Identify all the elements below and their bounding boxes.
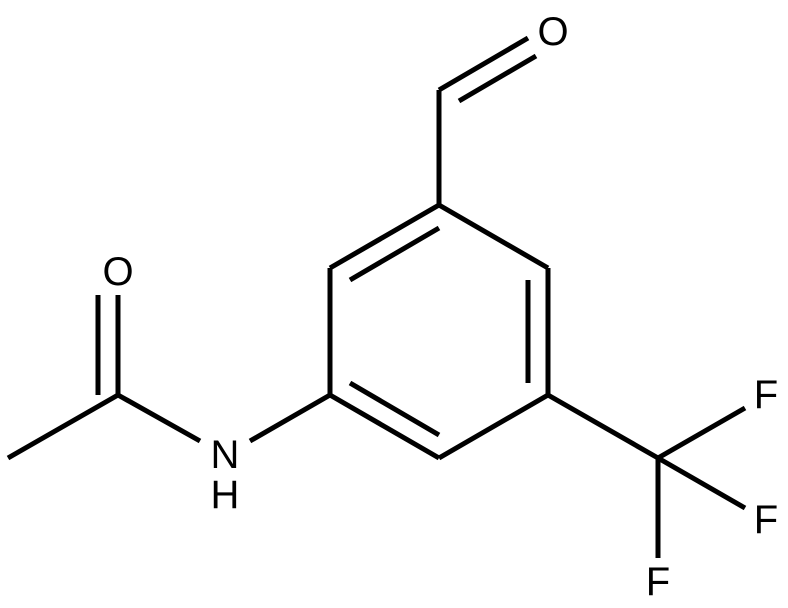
n-carbonyl-bond <box>116 392 202 444</box>
aldehyde-group: O <box>436 10 569 205</box>
ring-bond-bottom-left <box>328 392 441 461</box>
benzene-ring <box>327 202 551 461</box>
aldehyde-oxygen-label: O <box>537 10 568 54</box>
cf-bond-middle <box>656 455 747 511</box>
ring-bond-bottom-left-inner <box>348 380 441 438</box>
fluorine-bottom-label: F <box>646 560 670 604</box>
amide-nitrogen-label: N <box>211 433 240 477</box>
ring-n-bond <box>248 392 332 444</box>
ring-bond-bottom-right <box>437 392 550 461</box>
aldehyde-co-bond-inner <box>457 53 538 104</box>
cf3-c-c-bond <box>546 392 660 461</box>
fluorine-middle-label: F <box>754 498 778 542</box>
amide-hydrogen-label: H <box>211 473 240 517</box>
cf-bond-top <box>656 405 747 461</box>
acetamide-group: O N H <box>6 250 332 517</box>
carbonyl-methyl-bond <box>6 392 120 461</box>
ring-bond-top-right <box>437 202 550 271</box>
fluorine-top-label: F <box>754 373 778 417</box>
aldehyde-co-bond <box>437 35 530 93</box>
amide-oxygen-label: O <box>102 250 133 294</box>
ring-bond-top-left <box>328 202 441 271</box>
trifluoromethyl-group: F F F <box>546 373 778 604</box>
ring-bond-top-left-inner <box>348 225 441 283</box>
